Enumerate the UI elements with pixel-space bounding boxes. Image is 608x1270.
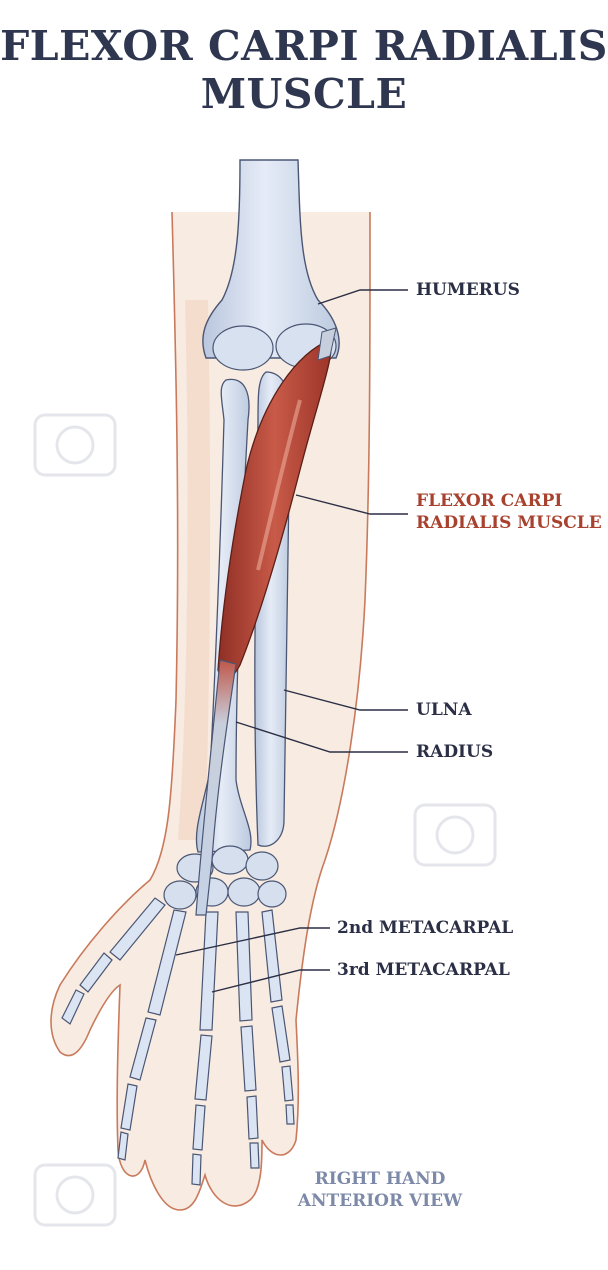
watermark-camera-icon (33, 413, 117, 477)
label-muscle-line-1: FLEXOR CARPI (416, 491, 563, 511)
metacarpal2-leader-line (175, 927, 330, 956)
carpal-bones (163, 845, 287, 910)
label-ulna: ULNA (416, 700, 472, 720)
view-caption-line-2: ANTERIOR VIEW (297, 1191, 463, 1211)
ulna-leader-line (283, 689, 408, 711)
muscle-highlight (256, 399, 302, 571)
title-line-2: MUSCLE (200, 70, 408, 118)
page-title: FLEXOR CARPI RADIALIS MUSCLE (0, 22, 608, 118)
humerus-condyle-left (212, 325, 274, 371)
humerus-bone (202, 159, 340, 359)
label-2nd-metacarpal: 2nd METACARPAL (337, 918, 514, 938)
watermark-camera-icon (413, 803, 497, 867)
humerus-leader-line (317, 289, 408, 305)
muscle-insertion-tendon (195, 659, 237, 916)
metacarpal3-leader-line (211, 969, 330, 993)
hand-bones (61, 897, 295, 1186)
label-radius: RADIUS (416, 742, 494, 762)
title-line-1: FLEXOR CARPI RADIALIS (0, 22, 608, 70)
leader-lines (175, 289, 408, 993)
view-caption: RIGHT HAND ANTERIOR VIEW (290, 1168, 470, 1212)
watermark-camera-icon (33, 1163, 117, 1227)
radius-leader-line (235, 721, 408, 753)
view-caption-line-1: RIGHT HAND (314, 1169, 446, 1189)
label-flexor-carpi-radialis: FLEXOR CARPI RADIALIS MUSCLE (416, 490, 602, 534)
muscle-origin-tendon (317, 327, 337, 361)
label-humerus: HUMERUS (416, 280, 520, 300)
label-muscle-line-2: RADIALIS MUSCLE (416, 513, 602, 533)
arm-skin-shade (178, 300, 211, 840)
muscle-leader-line (295, 494, 408, 515)
label-3rd-metacarpal: 3rd METACARPAL (337, 960, 510, 980)
